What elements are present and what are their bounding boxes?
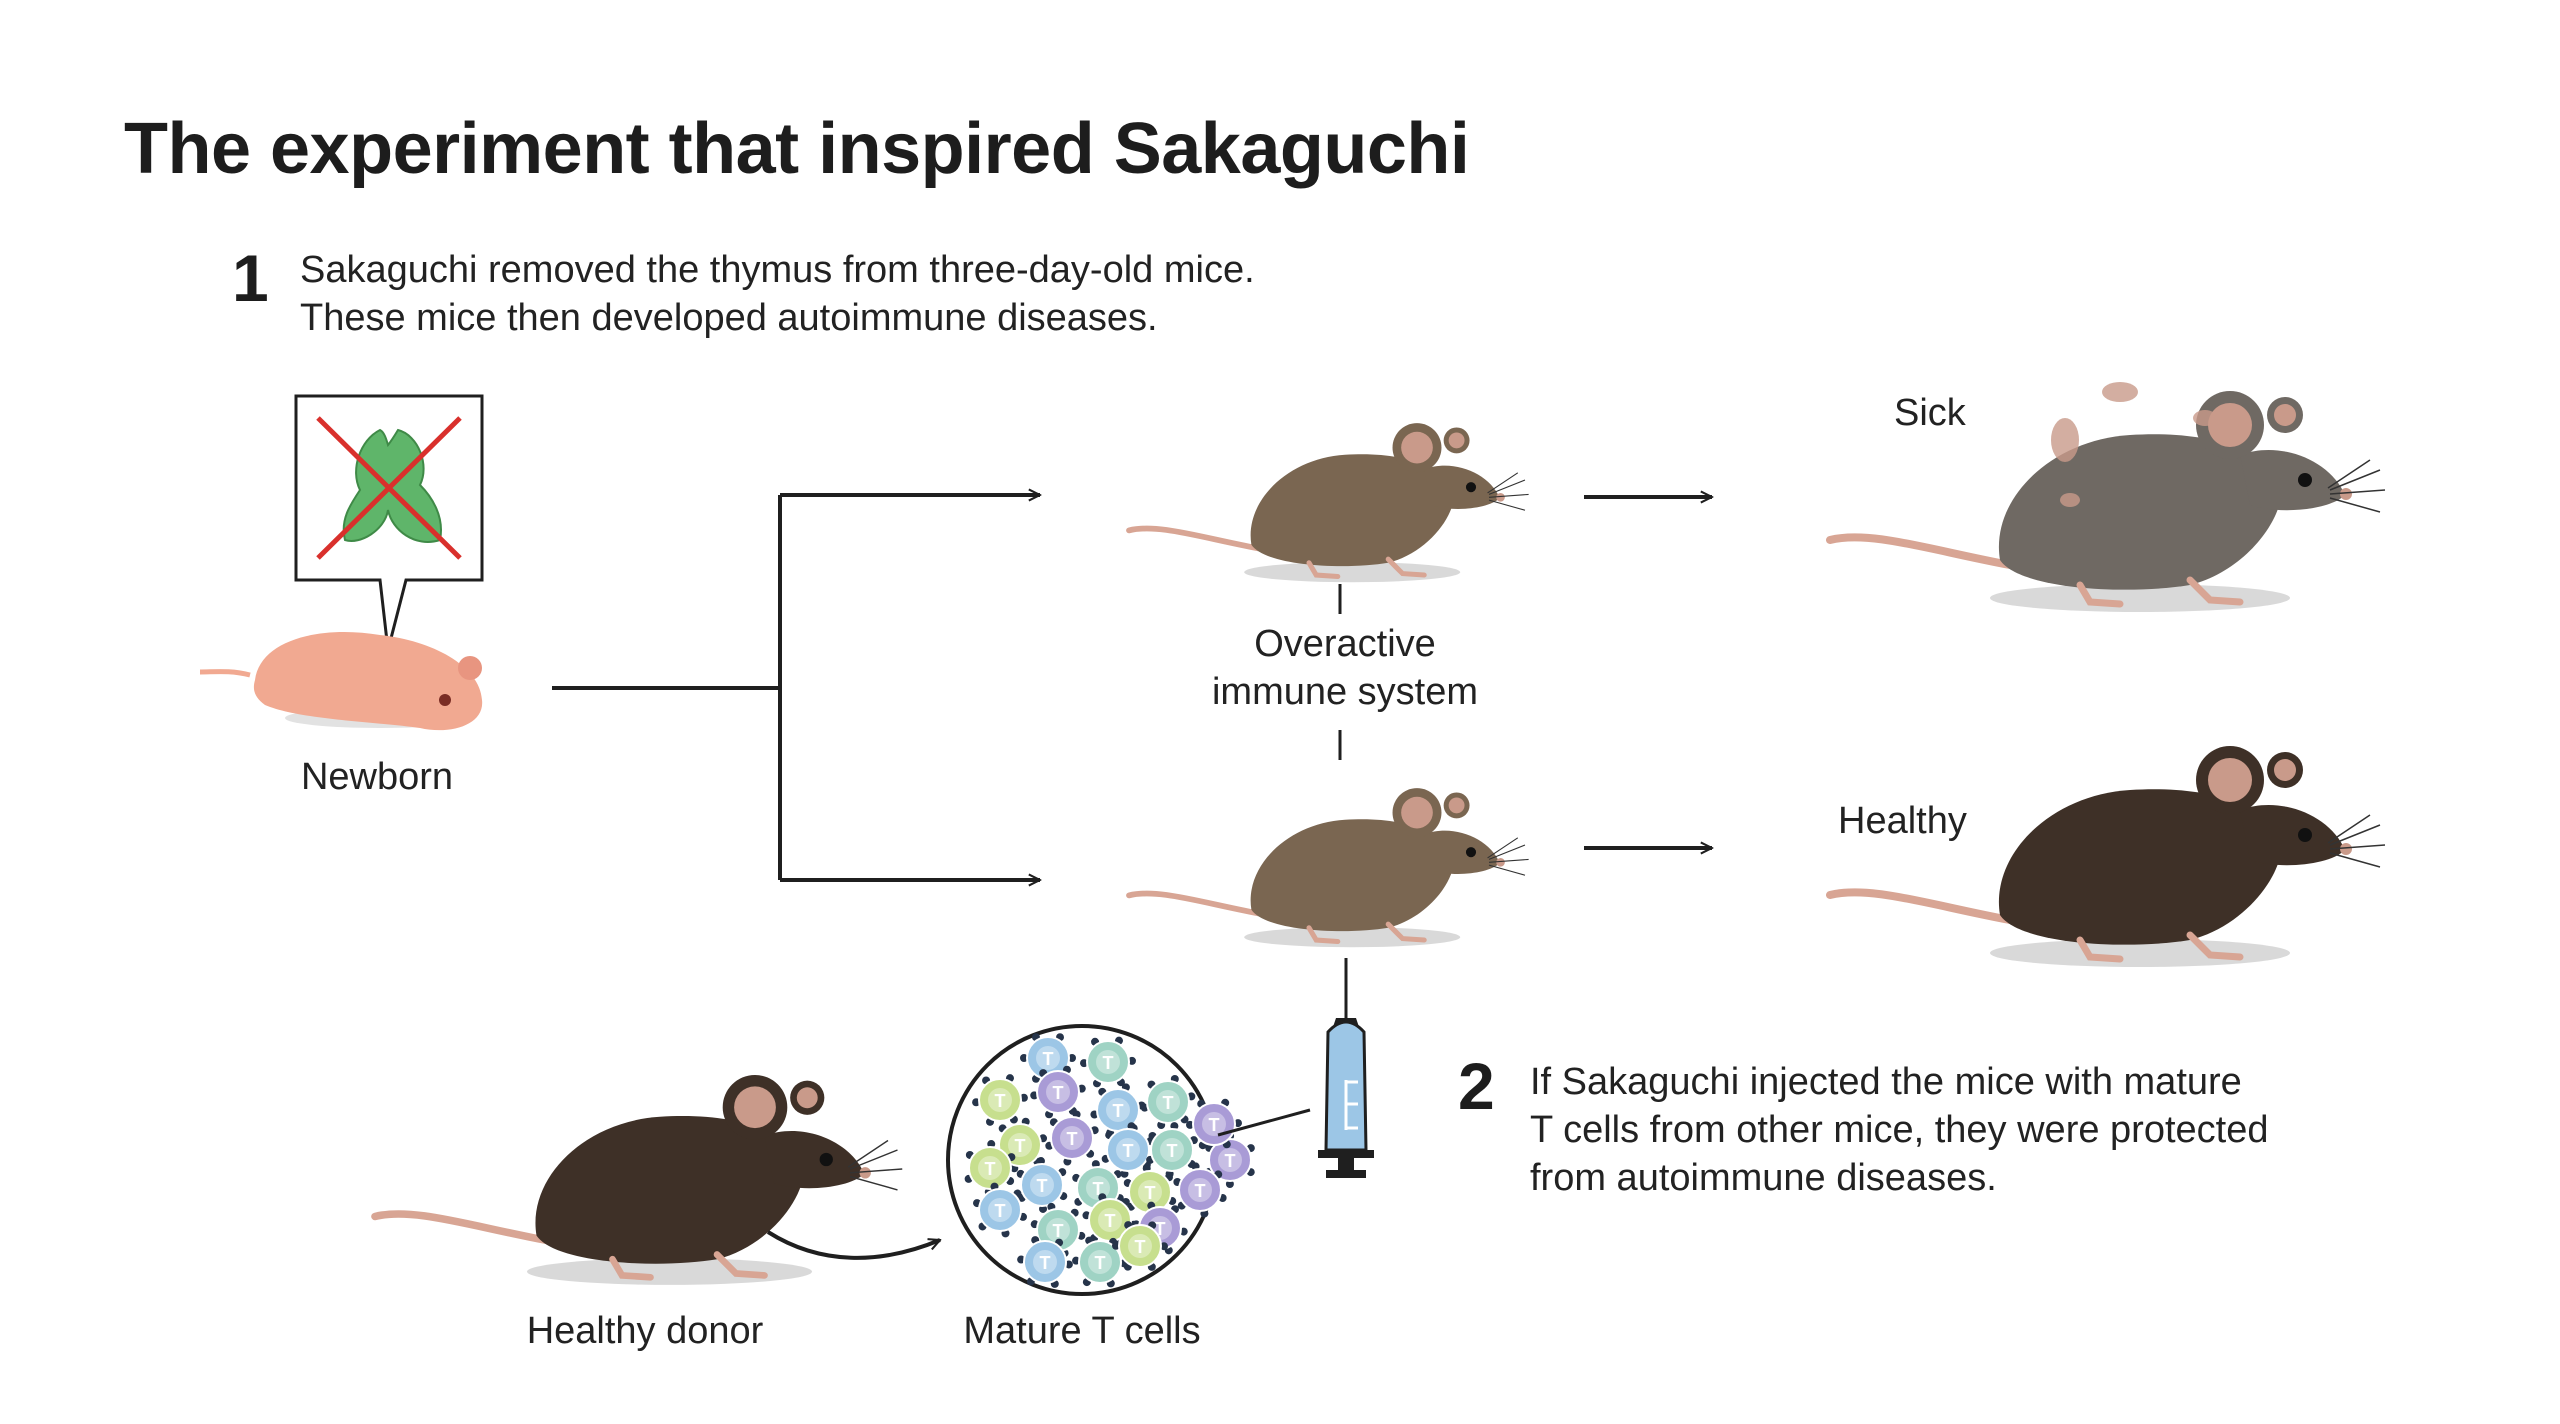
page-title: The experiment that inspired Sakaguchi	[124, 109, 1470, 189]
t-cell-label: T	[1053, 1221, 1064, 1241]
t-cell-label: T	[1093, 1179, 1104, 1199]
t-cell: T	[1030, 1065, 1086, 1119]
t-cell: T	[1146, 1122, 1198, 1178]
thymectomized-mouse-bottom-icon	[1129, 788, 1529, 947]
thymus-callout	[294, 394, 484, 651]
step-2-line-1: If Sakaguchi injected the mice with matu…	[1530, 1061, 2242, 1103]
step-1-number: 1	[232, 241, 269, 315]
t-cell: T	[1016, 1157, 1068, 1213]
t-cell-label: T	[1037, 1176, 1048, 1196]
t-cell-label: T	[1043, 1049, 1054, 1069]
syringe-icon	[1318, 958, 1374, 1178]
donor-arrow	[766, 1230, 940, 1260]
t-cell-label: T	[1095, 1253, 1106, 1273]
newborn-mouse-icon	[199, 632, 483, 731]
t-cell-label: T	[1015, 1136, 1026, 1156]
t-cell-label: T	[1145, 1183, 1156, 1203]
t-cell-label: T	[1195, 1181, 1206, 1201]
t-cell: T	[1205, 1132, 1255, 1188]
t-cell-label: T	[1123, 1141, 1134, 1161]
t-cell-label: T	[985, 1159, 996, 1179]
step-1-line-2: These mice then developed autoimmune dis…	[300, 297, 1158, 339]
t-cell-label: T	[1209, 1115, 1220, 1135]
t-cell-label: T	[1135, 1237, 1146, 1257]
t-cell-label: T	[995, 1201, 1006, 1221]
branch-connector	[552, 495, 1040, 880]
overactive-line-2: immune system	[1211, 671, 1479, 713]
t-cell-label: T	[1040, 1253, 1051, 1273]
thymectomized-mouse-top-icon	[1129, 423, 1529, 582]
sick-patches	[2051, 382, 2217, 507]
t-cell-label: T	[1113, 1101, 1124, 1121]
t-cell-label: T	[1225, 1151, 1236, 1171]
healthy-donor-label: Healthy donor	[526, 1310, 764, 1352]
newborn-label: Newborn	[300, 756, 454, 798]
mature-t-cells-label: Mature T cells	[963, 1310, 1201, 1352]
t-cell: T	[1045, 1110, 1099, 1166]
step-1-text: Sakaguchi removed the thymus from three-…	[300, 246, 1255, 342]
t-cell: T	[972, 1074, 1028, 1126]
t-cell: T	[1112, 1221, 1168, 1271]
step-2-line-2: T cells from other mice, they were prote…	[1530, 1109, 2269, 1151]
t-cell: T	[1140, 1074, 1196, 1130]
t-cell-label: T	[1155, 1219, 1166, 1239]
t-cell: T	[973, 1182, 1027, 1238]
t-cell: T	[1101, 1122, 1155, 1178]
t-cell-label: T	[1067, 1129, 1078, 1149]
t-cell: T	[1173, 1162, 1227, 1218]
t-cell: T	[1080, 1036, 1136, 1088]
overactive-line-1: Overactive	[1254, 623, 1436, 665]
step-2-text: If Sakaguchi injected the mice with matu…	[1530, 1058, 2268, 1202]
t-cell: T	[1072, 1236, 1128, 1288]
cross-icon	[316, 416, 462, 560]
overactive-immune-label: Overactive immune system	[1180, 620, 1510, 716]
healthy-mouse-icon	[1830, 746, 2385, 967]
step-2-line-3: from autoimmune diseases.	[1530, 1157, 1997, 1199]
t-cell-label: T	[1053, 1083, 1064, 1103]
step-1-line-1: Sakaguchi removed the thymus from three-…	[300, 249, 1255, 291]
t-cell-label: T	[1167, 1141, 1178, 1161]
healthy-label: Healthy	[1838, 800, 1967, 842]
t-cell-label: T	[1103, 1053, 1114, 1073]
t-cell-label: T	[1163, 1093, 1174, 1113]
t-cell: T	[1017, 1236, 1073, 1288]
t-cell-label: T	[995, 1091, 1006, 1111]
t-cell-label: T	[1105, 1211, 1116, 1231]
sick-label: Sick	[1894, 392, 1966, 434]
step-2-number: 2	[1458, 1049, 1495, 1123]
cells-to-syringe-line	[1217, 1108, 1311, 1137]
